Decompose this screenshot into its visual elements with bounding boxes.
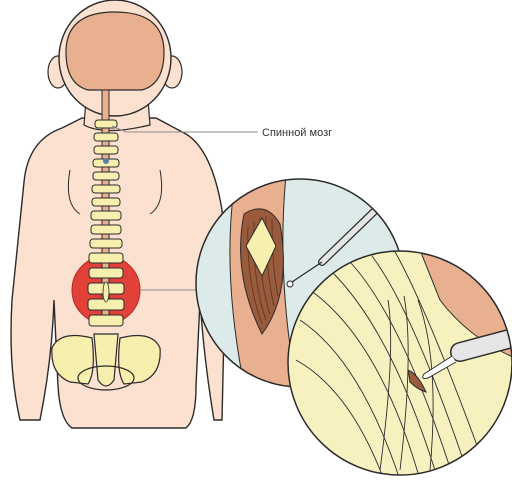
pelvis (51, 333, 161, 391)
nerve-ending (407, 369, 427, 393)
brain (65, 11, 165, 91)
spinal-column (87, 89, 125, 327)
nerve-fibers (295, 251, 487, 475)
nerve-magnifier (287, 250, 512, 476)
shoulder-blade-left (67, 169, 81, 215)
needle-entry (102, 281, 110, 303)
spinal-cord-leader-line (111, 125, 258, 133)
vertebrae (87, 119, 125, 327)
shoulder-blade-right (149, 169, 163, 215)
puncture-mark (103, 158, 109, 164)
sacrum (93, 333, 119, 387)
spinal-cord-label: Спинной мозг (262, 127, 332, 139)
nerve-fragment (245, 216, 277, 278)
pelvic-ring (77, 365, 135, 391)
mid-probe (286, 198, 388, 288)
